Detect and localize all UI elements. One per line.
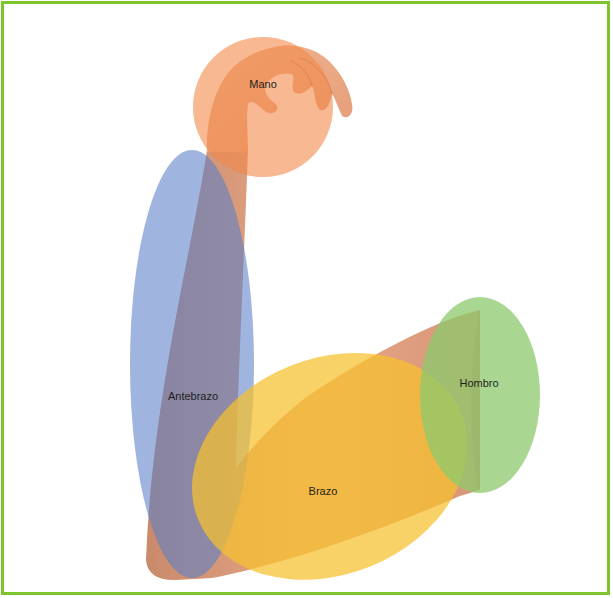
part-label: Antebrazo bbox=[168, 390, 218, 403]
part-label: Mano bbox=[249, 78, 277, 91]
hand-region: Mano bbox=[193, 37, 333, 177]
part-label: Hombro bbox=[459, 377, 498, 390]
shoulder-region: Hombro bbox=[420, 297, 540, 493]
region-ellipse bbox=[193, 37, 333, 177]
part-label: Brazo bbox=[309, 485, 338, 498]
region-outline bbox=[420, 297, 540, 493]
region-ellipse bbox=[420, 297, 540, 493]
region-outline bbox=[193, 37, 333, 177]
